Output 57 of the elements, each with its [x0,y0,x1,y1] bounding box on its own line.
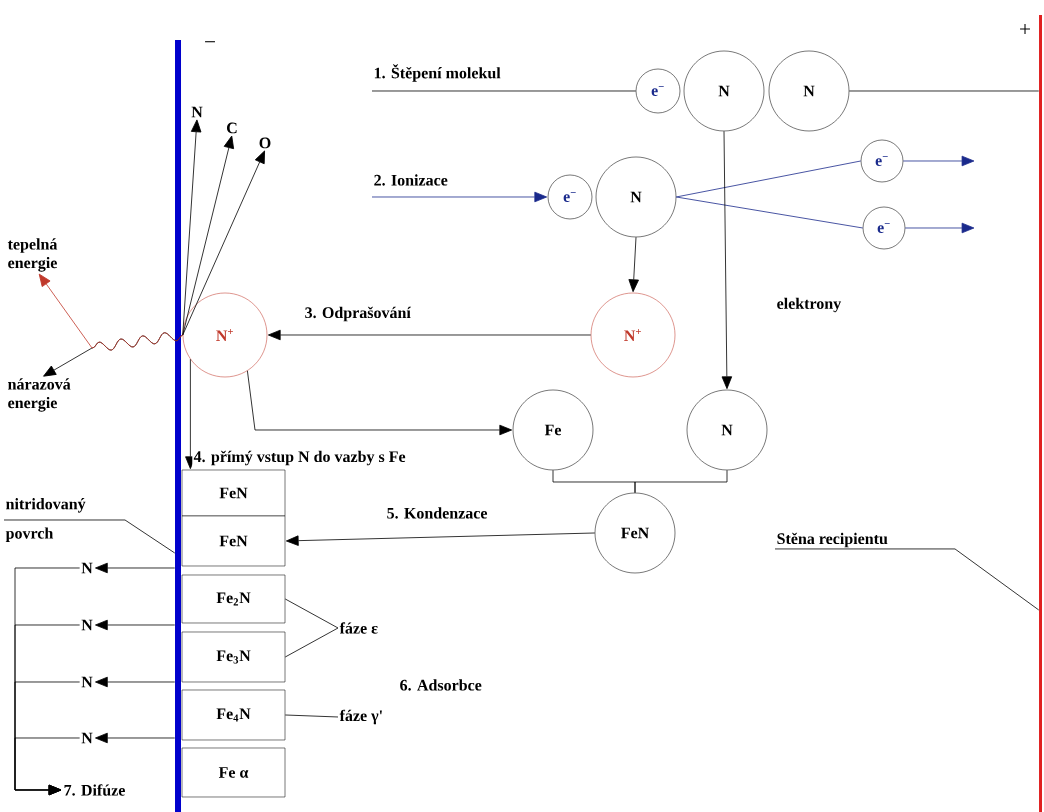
text-label: C [227,122,237,134]
connector-line [675,196,864,229]
note-text: elektrony [777,297,842,313]
arrow [95,619,176,631]
text-label: nárazová energie [8,378,71,412]
layer-box: Fe$_{4}$N [181,689,286,741]
layer-box: Fe$_{3}$N [181,631,286,683]
edge-label: 3. Odprašování [303,305,413,323]
arrow [14,737,81,796]
connector-line [371,90,637,92]
arrow [182,150,265,336]
connector-line [284,627,339,658]
layer-box: FeN [181,469,286,517]
text-label: fáze ε [339,622,378,634]
leader-line [3,519,176,554]
leader-line [774,548,1040,611]
connector-line [675,160,862,198]
arrow [904,222,975,234]
polarity-sign: − [205,41,215,43]
text-label: N [191,106,203,118]
layer-box: Fe α [181,747,286,798]
connector-line [634,469,728,494]
arrow [182,135,234,336]
arrow [721,130,733,390]
layer-box: FeN [181,515,286,567]
arrow [182,119,202,336]
text-label: N [81,619,93,631]
layer-box: Fe$_{2}$N [181,574,286,624]
arrow [247,370,513,436]
connector-line [284,598,339,629]
electrode-bar [175,40,181,812]
connector-line [284,714,339,718]
text-label: O [259,137,271,149]
electrode-bar [1039,15,1042,812]
text-label: 7. Difúze [64,784,125,796]
text-label: N [81,676,93,688]
arrow [95,732,176,744]
edge-label: 1. Štěpení molekul [372,63,503,83]
arrow [95,676,176,688]
arrow [95,562,176,574]
arrow [267,329,592,341]
text-label: nitridovaný povrch [5,498,86,542]
arrow [628,236,639,293]
text-label: N [81,732,93,744]
text-label: fáze γ' [339,709,382,725]
text-label: tepelná energie [7,238,58,272]
edge-label: 4. přímý vstup N do vazby s Fe [192,449,407,467]
edge-label: 5. Kondenzace [385,506,489,520]
text-label: N [81,562,93,574]
arrow [285,532,596,546]
arrow [371,191,548,203]
note-text: 6. Adsorbce [400,679,482,691]
leader-line [848,90,1040,92]
edge-label: 2. Ionizace [372,173,450,187]
arrow [902,155,975,167]
arrow [38,273,184,351]
text-label: Stěna recipientu [777,532,888,548]
